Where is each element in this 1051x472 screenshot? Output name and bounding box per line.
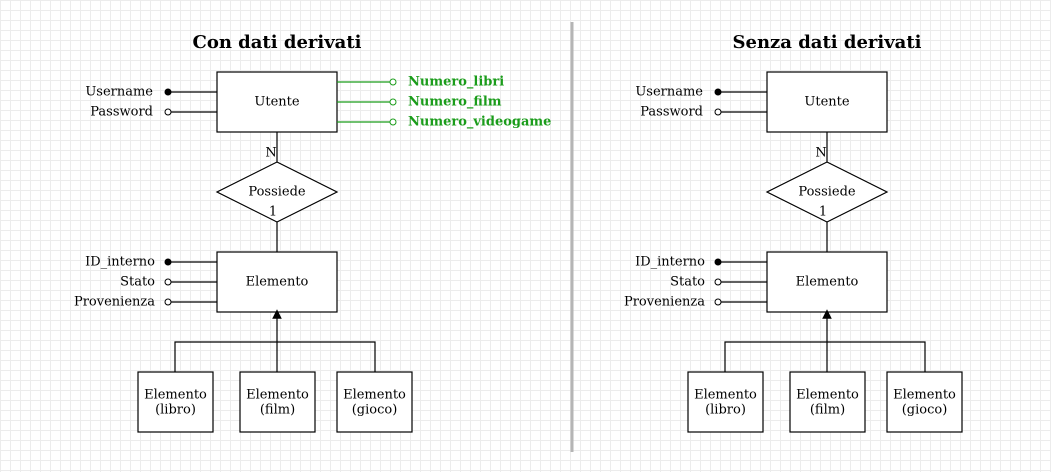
- subtype-sublabel: (gioco): [902, 403, 948, 418]
- derived-attribute-dot: [389, 118, 397, 126]
- subtype-entity: [239, 371, 316, 433]
- subtype-sublabel: (libro): [155, 403, 196, 418]
- entity-utente-label: Utente: [254, 95, 299, 110]
- cardinality-element: 1: [269, 205, 277, 220]
- attribute-label: Provenienza: [74, 295, 155, 310]
- attribute-label: Username: [85, 85, 153, 100]
- derived-attribute-label: Numero_videogame: [408, 115, 551, 130]
- attribute-dot: [164, 108, 172, 116]
- attribute-label: Username: [635, 85, 703, 100]
- subtype-sublabel: (libro): [705, 403, 746, 418]
- key-attribute-dot: [164, 258, 172, 266]
- subtype-label: Elemento: [796, 388, 859, 403]
- key-attribute-dot: [714, 88, 722, 96]
- subtype-label: Elemento: [144, 388, 207, 403]
- subtype-sublabel: (film): [810, 403, 845, 418]
- derived-attribute-label: Numero_libri: [408, 75, 504, 90]
- relationship-possiede: [215, 161, 339, 223]
- attribute-dot: [714, 298, 722, 306]
- attribute-label: Provenienza: [624, 295, 705, 310]
- attribute-label: Password: [640, 105, 703, 120]
- relationship-label: Possiede: [248, 185, 306, 200]
- attribute-dot: [164, 298, 172, 306]
- subtype-entity: [137, 371, 214, 433]
- relationship-label: Possiede: [798, 185, 856, 200]
- attribute-dot: [164, 278, 172, 286]
- relationship-possiede: [765, 161, 889, 223]
- attribute-label: ID_interno: [635, 255, 705, 270]
- entity-elemento-label: Elemento: [246, 275, 309, 290]
- attribute-label: Stato: [120, 275, 155, 290]
- subtype-label: Elemento: [246, 388, 309, 403]
- attribute-label: Password: [90, 105, 153, 120]
- key-attribute-dot: [714, 258, 722, 266]
- generalization-bracket: [174, 341, 376, 372]
- entity-elemento-label: Elemento: [796, 275, 859, 290]
- cardinality-user: N: [815, 146, 826, 161]
- subtype-label: Elemento: [694, 388, 757, 403]
- attribute-label: ID_interno: [85, 255, 155, 270]
- generalization-bracket: [724, 341, 926, 372]
- attribute-dot: [714, 278, 722, 286]
- subtype-entity: [336, 371, 413, 433]
- subtype-entity: [687, 371, 764, 433]
- key-attribute-dot: [164, 88, 172, 96]
- entity-utente: [766, 71, 888, 133]
- cardinality-user: N: [265, 146, 276, 161]
- subtype-sublabel: (film): [260, 403, 295, 418]
- subtype-label: Elemento: [893, 388, 956, 403]
- derived-attribute-dot: [389, 78, 397, 86]
- derived-attribute-label: Numero_film: [408, 95, 502, 110]
- panel-with-derived-data: Con dati derivatiUtenteUsernamePasswordN…: [74, 32, 551, 433]
- subtype-sublabel: (gioco): [352, 403, 398, 418]
- panel-title: Senza dati derivati: [733, 32, 922, 53]
- panel-title: Con dati derivati: [193, 32, 362, 53]
- subtype-entity: [789, 371, 866, 433]
- attribute-label: Stato: [670, 275, 705, 290]
- attribute-dot: [714, 108, 722, 116]
- subtype-entity: [886, 371, 963, 433]
- subtype-label: Elemento: [343, 388, 406, 403]
- cardinality-element: 1: [819, 205, 827, 220]
- entity-utente-label: Utente: [804, 95, 849, 110]
- derived-attribute-dot: [389, 98, 397, 106]
